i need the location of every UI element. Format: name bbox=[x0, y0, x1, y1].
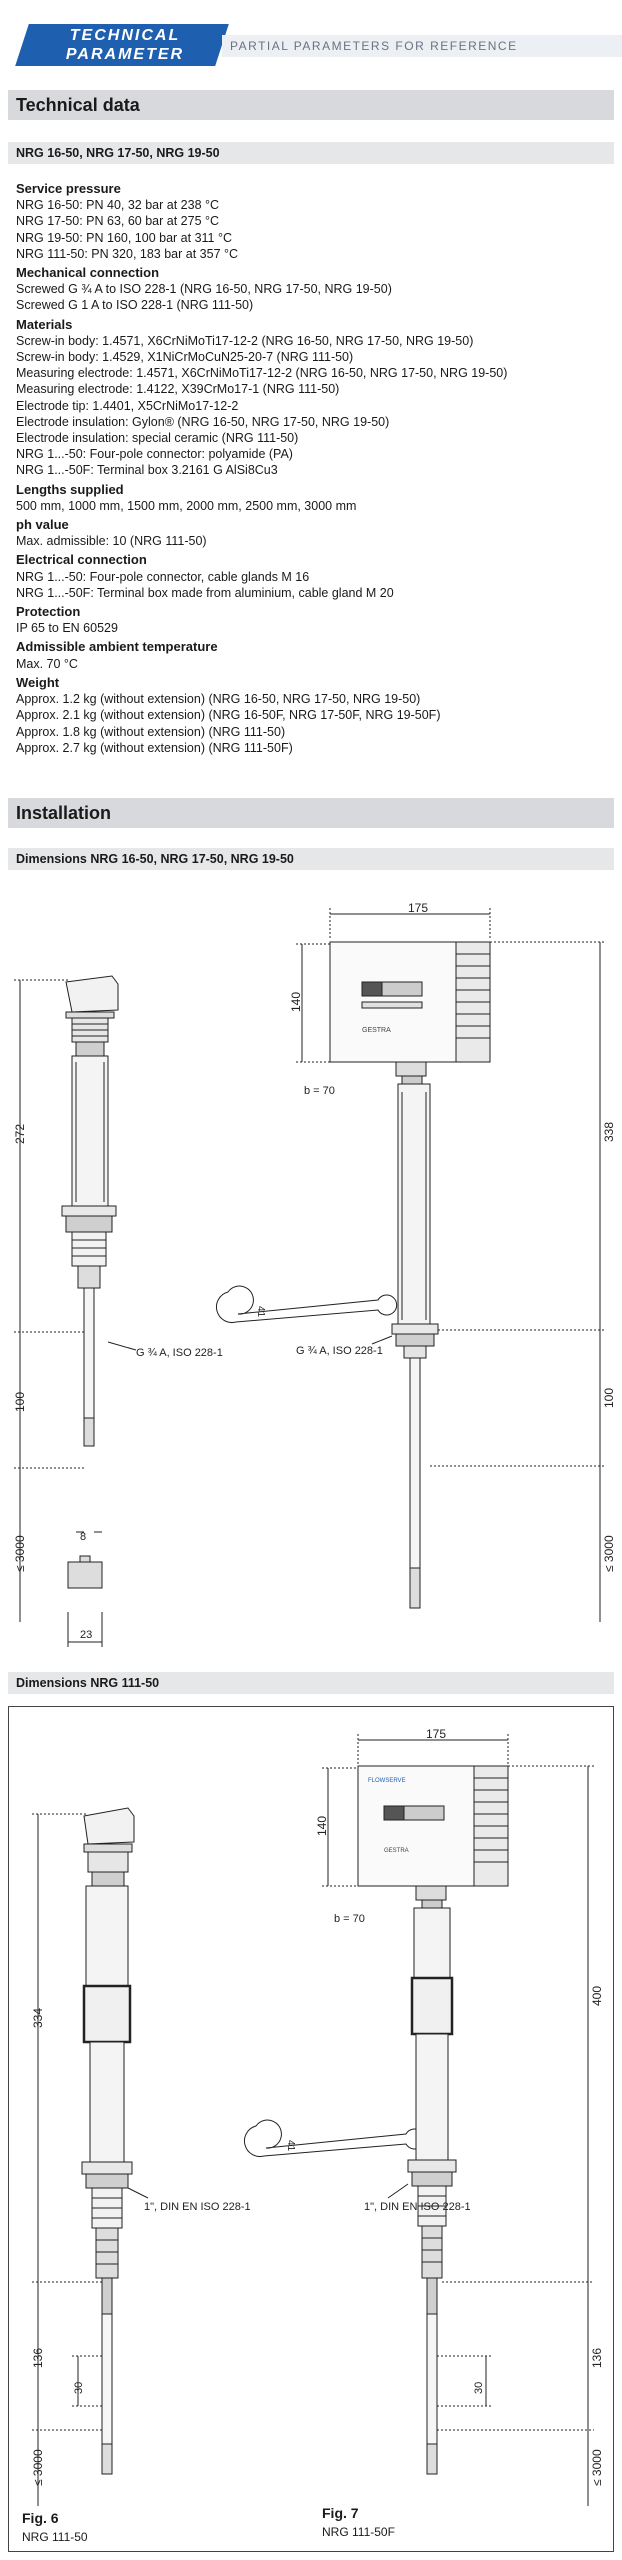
dim-3000-left: ≤ 3000 bbox=[13, 1535, 27, 1572]
dim-140-2: 140 bbox=[315, 1816, 329, 1836]
dim-136-left: 136 bbox=[31, 2348, 45, 2368]
dimension-drawing-2: 334 136 30 ≤ 3000 1", DIN EN ISO 228-1 4… bbox=[8, 1706, 614, 2552]
dim-338: 338 bbox=[602, 1122, 616, 1142]
dimensions-heading-1: Dimensions NRG 16-50, NRG 17-50, NRG 19-… bbox=[8, 848, 614, 870]
spec-heading: Weight bbox=[16, 674, 60, 690]
thread-label-right-2: 1", DIN EN ISO 228-1 bbox=[364, 2201, 471, 2213]
models-heading: NRG 16-50, NRG 17-50, NRG 19-50 bbox=[8, 142, 614, 164]
spec-heading: Materials bbox=[16, 316, 73, 332]
spec-line: NRG 111-50: PN 320, 183 bar at 357 °C bbox=[16, 246, 239, 261]
dim-30-left: 30 bbox=[73, 2382, 85, 2394]
spec-line: NRG 1...-50: Four-pole connector: polyam… bbox=[16, 447, 293, 462]
dim-140: 140 bbox=[289, 992, 303, 1012]
fig7-caption: Fig. 7 bbox=[322, 2505, 359, 2521]
spec-line: NRG 1...-50F: Terminal box 3.2161 G AlSi… bbox=[16, 463, 278, 478]
spec-line: Screw-in body: 1.4529, X1NiCrMoCuN25-20-… bbox=[16, 350, 354, 365]
spec-line: Max. 70 °C bbox=[16, 656, 78, 671]
spec-line: Measuring electrode: 1.4571, X6CrNiMoTi1… bbox=[16, 366, 508, 381]
spec-line: Electrode insulation: special ceramic (N… bbox=[16, 431, 299, 446]
fig7-subcaption: NRG 111-50F bbox=[322, 2525, 395, 2539]
brand-label-flowserve: FLOWSERVE bbox=[368, 1778, 406, 1784]
spec-heading: Lengths supplied bbox=[16, 481, 124, 497]
spec-heading: Protection bbox=[16, 604, 81, 620]
section-heading-technical-data: Technical data bbox=[8, 90, 614, 120]
banner-title-line2: PARAMETER bbox=[65, 46, 185, 63]
spec-line: Screwed G 1 A to ISO 228-1 (NRG 111-50) bbox=[16, 298, 254, 313]
brand-label-1: GESTRA bbox=[362, 1027, 391, 1034]
spec-line: Screwed G ¾ A to ISO 228-1 (NRG 16-50, N… bbox=[16, 282, 392, 297]
dim-8: 8 bbox=[80, 1531, 86, 1543]
banner-title-line1: TECHNICAL bbox=[69, 27, 181, 44]
dim-30-right: 30 bbox=[473, 2382, 485, 2394]
spec-heading: Admissible ambient temperature bbox=[16, 639, 218, 655]
dim-334: 334 bbox=[31, 2008, 45, 2028]
spec-line: NRG 1...-50F: Terminal box made from alu… bbox=[16, 585, 394, 600]
banner-subtitle: PARTIAL PARAMETERS FOR REFERENCE bbox=[230, 39, 518, 53]
dim-100-left: 100 bbox=[13, 1392, 27, 1412]
thread-label-right: G ¾ A, ISO 228-1 bbox=[296, 1345, 383, 1357]
spec-heading: ph value bbox=[16, 517, 69, 533]
banner-bar bbox=[222, 35, 622, 57]
fig6-caption: Fig. 6 bbox=[22, 2510, 59, 2526]
spec-line: Approx. 1.8 kg (without extension) (NRG … bbox=[16, 724, 286, 739]
dim-3000-right: ≤ 3000 bbox=[602, 1535, 616, 1572]
figure-frame-2 bbox=[8, 1706, 614, 2552]
spec-line: Screw-in body: 1.4571, X6CrNiMoTi17-12-2… bbox=[16, 333, 474, 348]
spec-line: Max. admissible: 10 (NRG 111-50) bbox=[16, 534, 207, 549]
thread-label-left-2: 1", DIN EN ISO 228-1 bbox=[144, 2201, 251, 2213]
spec-line: NRG 19-50: PN 160, 100 bar at 311 °C bbox=[16, 230, 232, 245]
dim-3000-right-2: ≤ 3000 bbox=[590, 2449, 604, 2486]
spec-line: Approx. 2.1 kg (without extension) (NRG … bbox=[16, 708, 441, 723]
dim-272-line bbox=[14, 979, 70, 1332]
spec-line: Electrode tip: 1.4401, X5CrNiMo17-12-2 bbox=[16, 398, 239, 413]
dim-23: 23 bbox=[80, 1629, 92, 1641]
spec-line: NRG 1...-50: Four-pole connector, cable … bbox=[16, 569, 310, 584]
dim-100-right: 100 bbox=[602, 1388, 616, 1408]
b-70: b = 70 bbox=[304, 1085, 335, 1097]
dim-3000-left-2: ≤ 3000 bbox=[31, 2449, 45, 2486]
spec-line: Approx. 2.7 kg (without extension) (NRG … bbox=[16, 740, 293, 755]
spec-heading: Service pressure bbox=[16, 181, 121, 196]
dimensions-heading-2: Dimensions NRG 111-50 bbox=[8, 1672, 614, 1694]
spec-line: NRG 16-50: PN 40, 32 bar at 238 °C bbox=[16, 198, 220, 213]
spec-line: NRG 17-50: PN 63, 60 bar at 275 °C bbox=[16, 214, 220, 229]
dim-41-2: 41 bbox=[285, 2140, 296, 2152]
b-70-2: b = 70 bbox=[334, 1913, 365, 1925]
dim-136-right: 136 bbox=[590, 2348, 604, 2368]
spec-heading: Electrical connection bbox=[16, 552, 147, 568]
dimension-drawing-1: 272 100 ≤ 3000 8 23 G ¾ A, ISO 228-1 41 … bbox=[0, 872, 622, 1672]
spec-line: Electrode insulation: Gylon® (NRG 16-50,… bbox=[16, 414, 390, 429]
brand-label-gestra-2: GESTRA bbox=[384, 1848, 409, 1854]
spec-line: IP 65 to EN 60529 bbox=[16, 621, 118, 636]
spec-line: Approx. 1.2 kg (without extension) (NRG … bbox=[16, 692, 421, 707]
dim-272: 272 bbox=[13, 1124, 27, 1144]
thread-label-left: G ¾ A, ISO 228-1 bbox=[136, 1347, 223, 1359]
dim-41: 41 bbox=[255, 1306, 266, 1318]
dim-175: 175 bbox=[408, 901, 428, 915]
dim-175-2: 175 bbox=[426, 1727, 446, 1741]
spec-heading: Mechanical connection bbox=[16, 265, 160, 281]
spec-line: Measuring electrode: 1.4122, X39CrMo17-1… bbox=[16, 382, 340, 397]
header-banner: TECHNICAL PARAMETER PARTIAL PARAMETERS F… bbox=[0, 22, 622, 70]
dim-400: 400 bbox=[590, 1986, 604, 2006]
banner-title: TECHNICAL PARAMETER bbox=[30, 26, 220, 64]
spec-line: 500 mm, 1000 mm, 1500 mm, 2000 mm, 2500 … bbox=[16, 498, 357, 513]
section-heading-installation: Installation bbox=[8, 798, 614, 828]
fig6-subcaption: NRG 111-50 bbox=[22, 2530, 88, 2544]
